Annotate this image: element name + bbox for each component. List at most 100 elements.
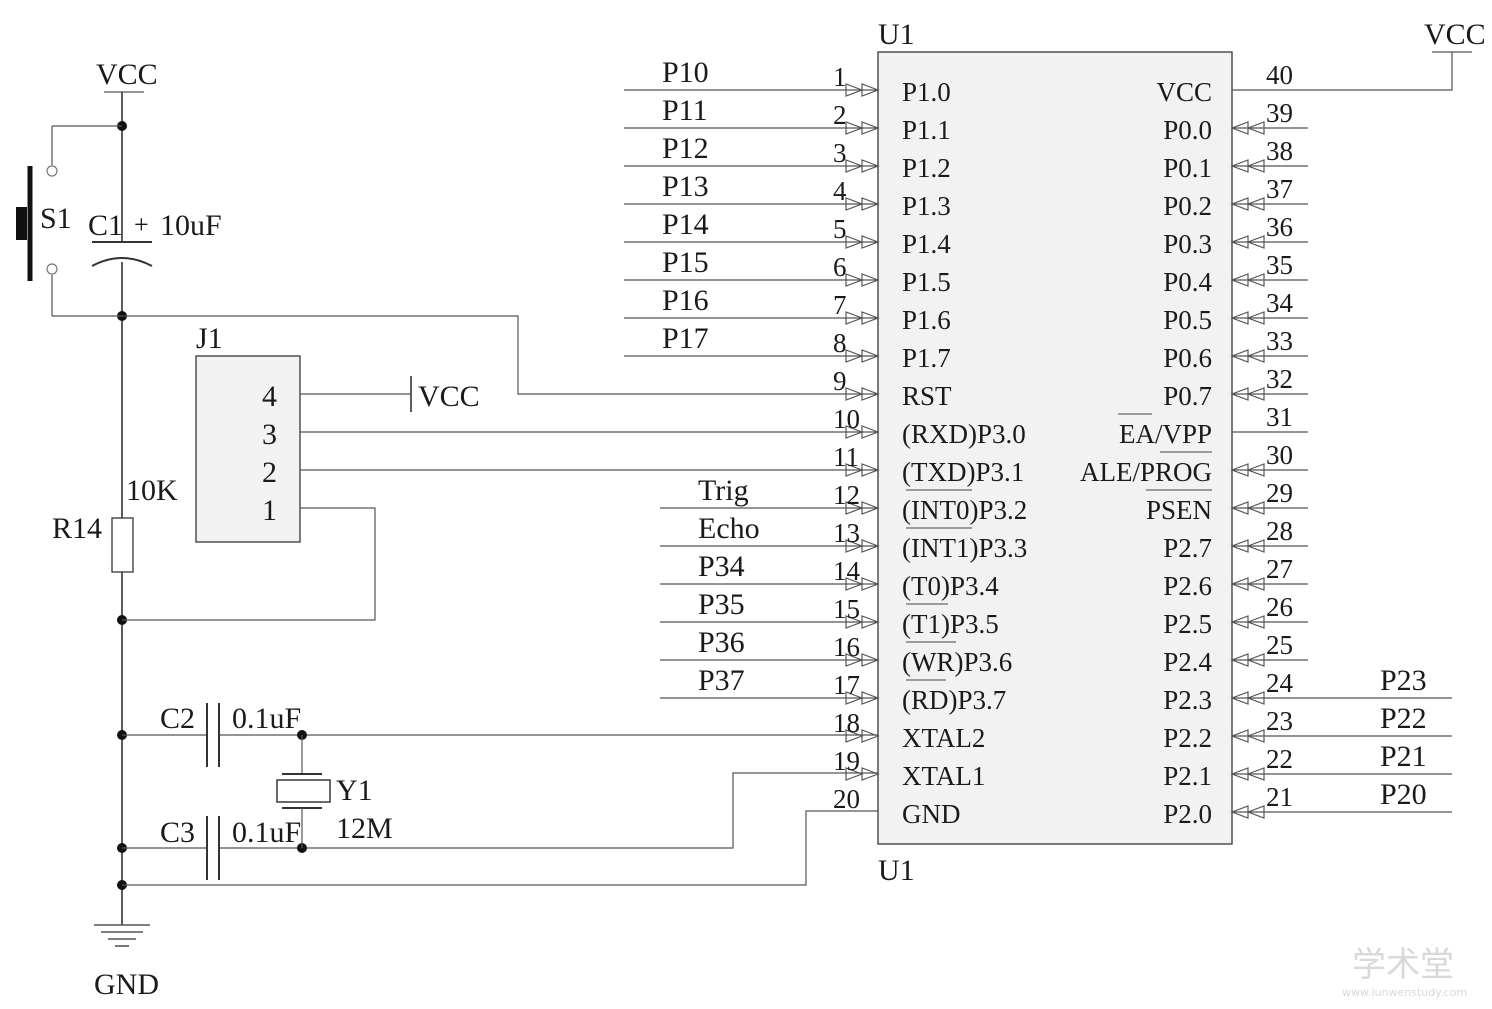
u1-pin-name: P2.3	[1163, 685, 1212, 715]
y1-value: 12M	[336, 812, 393, 845]
u1-pin-name: P0.2	[1163, 191, 1212, 221]
u1-ref-top: U1	[878, 18, 915, 51]
u1-pin-name: (INT1)P3.3	[902, 533, 1027, 563]
c2-value: 0.1uF	[232, 702, 301, 735]
vcc-label-left: VCC	[96, 58, 158, 91]
u1-pin-name: P0.4	[1163, 267, 1212, 297]
u1-pin-number: 21	[1266, 782, 1293, 812]
u1-pin-left: 16 (WR)P3.6 P36	[660, 626, 1012, 677]
j1-pin-1: 1	[262, 494, 277, 527]
rst-wire	[122, 315, 878, 395]
u1-pin-number: 5	[833, 214, 847, 244]
u1-pin-name: P2.1	[1163, 761, 1212, 791]
u1-pin-number: 7	[833, 290, 847, 320]
u1-pin-name: P0.3	[1163, 229, 1212, 259]
net-label: P10	[662, 56, 709, 89]
u1-pin-name: P1.4	[902, 229, 951, 259]
u1-pin-name: P2.0	[1163, 799, 1212, 829]
u1-pin-number: 23	[1266, 706, 1293, 736]
u1-pin-number: 15	[833, 594, 860, 624]
net-label: Echo	[698, 512, 760, 545]
u1-pin-number: 20	[833, 784, 860, 814]
j1-ref: J1	[196, 322, 223, 355]
u1-pin-number: 29	[1266, 478, 1293, 508]
net-label: P21	[1380, 740, 1427, 773]
r14-value: 10K	[126, 474, 178, 507]
u1-pin-number: 25	[1266, 630, 1293, 660]
net-label: P34	[698, 550, 745, 583]
u1-pin-name: P2.2	[1163, 723, 1212, 753]
s1-ref: S1	[40, 202, 72, 235]
u1-pin-name: P2.5	[1163, 609, 1212, 639]
u1-pin-number: 4	[833, 176, 847, 206]
net-label: P35	[698, 588, 745, 621]
u1-pin-name: EA/VPP	[1119, 419, 1212, 449]
u1-vcc-label: VCC	[1424, 18, 1486, 51]
u1-pin-name: P1.0	[902, 77, 951, 107]
net-label: P36	[698, 626, 745, 659]
net-label: P16	[662, 284, 709, 317]
u1-pin-number: 24	[1266, 668, 1294, 698]
u1-pin-name: XTAL1	[902, 761, 985, 791]
u1-pin-name: P1.7	[902, 343, 951, 373]
y1-ref: Y1	[336, 774, 373, 807]
net-label: P20	[1380, 778, 1427, 811]
capacitor-c1: C1 + 10uF	[88, 209, 222, 267]
c1-plus-sign: +	[134, 210, 149, 239]
u1-pin-number: 1	[833, 62, 847, 92]
net-label: Trig	[698, 474, 749, 507]
u1-pin-name: (T0)P3.4	[902, 571, 999, 601]
r14-ref: R14	[52, 512, 102, 545]
net-label: P14	[662, 208, 709, 241]
u1-pin-number: 10	[833, 404, 860, 434]
u1-pin-name: P1.3	[902, 191, 951, 221]
u1-pin-name: P2.6	[1163, 571, 1212, 601]
u1-pin-number: 38	[1266, 136, 1293, 166]
net-label: P22	[1380, 702, 1427, 735]
u1-pin-number: 13	[833, 518, 860, 548]
u1-pin-number: 14	[833, 556, 861, 586]
u1-body	[877, 51, 1233, 845]
net-label: P13	[662, 170, 709, 203]
u1-pin-left: 14 (T0)P3.4 P34	[660, 550, 999, 601]
u1-pin-number: 37	[1266, 174, 1293, 204]
net-label: P17	[662, 322, 709, 355]
u1-pin-left: 10(RXD)P3.0	[833, 404, 1026, 449]
resistor-r14: 10K R14	[52, 474, 178, 573]
u1-pin-number: 11	[833, 442, 859, 472]
u1-pin-name: (WR)P3.6	[902, 647, 1012, 677]
connector-j1: J1 4 3 2 1 VCC	[122, 322, 878, 621]
gnd-label: GND	[94, 968, 159, 1001]
u1-pin-name: P1.6	[902, 305, 951, 335]
u1-pin-number: 39	[1266, 98, 1293, 128]
u1-pin-name: (INT0)P3.2	[902, 495, 1027, 525]
u1-pin-number: 16	[833, 632, 860, 662]
u1-pin-name: (T1)P3.5	[902, 609, 999, 639]
u1-pin-name: P1.1	[902, 115, 951, 145]
u1-pin-number: 17	[833, 670, 860, 700]
u1-pin-name: RST	[902, 381, 952, 411]
u1-pin-number: 18	[833, 708, 860, 738]
u1-right-pins: 40VCC39P0.038P0.137P0.236P0.335P0.434P0.…	[1080, 60, 1452, 829]
u1-pin-name: P1.2	[902, 153, 951, 183]
